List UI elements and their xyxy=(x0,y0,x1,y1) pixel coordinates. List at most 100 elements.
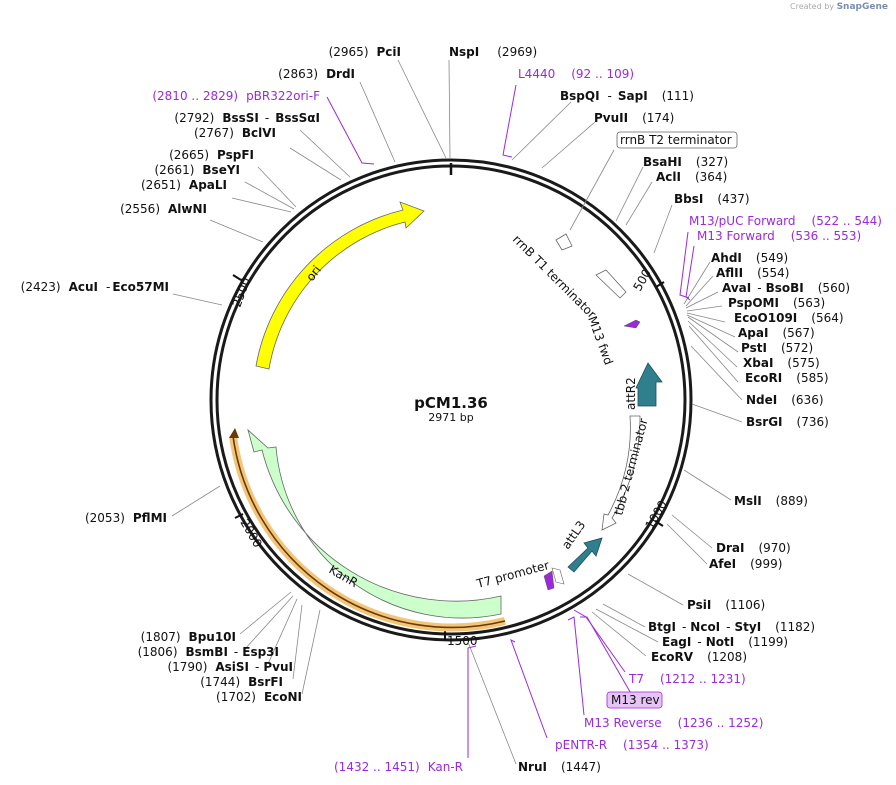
site-ecori[interactable]: EcoRI xyxy=(745,371,782,385)
site-msli-pos: (889) xyxy=(776,494,808,508)
svg-text:PspOMI(563): PspOMI(563) xyxy=(728,296,825,310)
svg-text:AflII(554): AflII(554) xyxy=(716,266,789,280)
primer-pbr322ori-f[interactable]: pBR322ori-F xyxy=(246,89,320,103)
site-btgi[interactable]: BtgI xyxy=(648,620,676,634)
site-bsahi-pos: (327) xyxy=(696,155,728,169)
site-pspomi[interactable]: PspOMI xyxy=(728,296,779,310)
primer-m13-rev[interactable]: M13 rev xyxy=(611,693,660,707)
site-bsahi[interactable]: BsaHI xyxy=(643,155,682,169)
lac-operator-feature[interactable] xyxy=(551,567,565,585)
ori-feature[interactable] xyxy=(255,201,425,370)
site-apai[interactable]: ApaI xyxy=(738,326,768,340)
svg-text:M13 Reverse(1236 .. 1252): M13 Reverse (1236 .. 1252) xyxy=(584,716,763,730)
primer-kan-r[interactable]: Kan-R xyxy=(428,760,463,774)
site-msli[interactable]: MslI xyxy=(734,494,762,508)
site-bspqi[interactable]: BspQI xyxy=(560,89,600,103)
site-bseyi[interactable]: BseYI xyxy=(202,163,240,177)
rrnb-t1-feature[interactable] xyxy=(595,269,627,299)
site-econi[interactable]: EcoNI xyxy=(264,690,302,704)
tick-label-2500: 2500 xyxy=(230,276,254,309)
site-ecori-pos: (585) xyxy=(796,371,828,385)
t7-promoter-feature[interactable] xyxy=(543,570,555,591)
site-ndei[interactable]: NdeI xyxy=(746,393,777,407)
credit-text: Created by xyxy=(790,2,835,11)
primer-m13-puc-forward[interactable]: M13/pUC Forward xyxy=(689,214,796,228)
site-bsssi[interactable]: BssSI xyxy=(222,111,259,125)
site-afei-pos: (999) xyxy=(750,557,782,571)
kanr-feature[interactable] xyxy=(247,428,502,619)
site-ahdi[interactable]: AhdI xyxy=(711,251,742,265)
rrnb-t2-label-box[interactable] xyxy=(616,131,738,149)
backbone-outer xyxy=(209,158,693,642)
site-styi[interactable]: StyI xyxy=(735,620,762,634)
site-nrui[interactable]: NruI xyxy=(518,760,547,774)
svg-text:(2792)BssSI-BssSαI: (2792)BssSI-BssSαI xyxy=(174,111,320,125)
primer-m13-reverse-range: (1236 .. 1252) xyxy=(678,716,764,730)
site-bsrgi[interactable]: BsrGI xyxy=(746,415,783,429)
site-bsrfi[interactable]: BsrFI xyxy=(248,675,283,689)
site-sapi[interactable]: SapI xyxy=(618,89,648,103)
svg-text:PsiI(1106): PsiI(1106) xyxy=(687,598,765,612)
site-noti[interactable]: NotI xyxy=(706,635,735,649)
primer-m13-puc-range: (522 .. 544) xyxy=(812,214,882,228)
site-pcii[interactable]: PciI xyxy=(377,45,402,59)
site-drai[interactable]: DraI xyxy=(716,541,744,555)
site-eagi[interactable]: EagI xyxy=(662,635,691,649)
tbb2-feature[interactable] xyxy=(601,415,641,531)
attl3-feature[interactable] xyxy=(567,537,603,573)
site-acli[interactable]: AclI xyxy=(656,170,681,184)
site-pvuii[interactable]: PvuII xyxy=(594,111,628,125)
site-esp3i[interactable]: Esp3I xyxy=(242,645,279,659)
site-eco57mi[interactable]: Eco57MI xyxy=(112,280,169,294)
site-ecorv[interactable]: EcoRV xyxy=(651,650,694,664)
rrnb-t2-feature[interactable] xyxy=(555,233,573,251)
site-bbsi[interactable]: BbsI xyxy=(674,192,703,206)
svg-text:(1790)AsiSI-PvuI: (1790)AsiSI-PvuI xyxy=(167,660,293,674)
site-bsmbi[interactable]: BsmBI xyxy=(186,645,228,659)
site-nspi[interactable]: NspI xyxy=(449,45,479,59)
site-pspfi[interactable]: PspFI xyxy=(217,148,254,162)
site-bpu10i[interactable]: Bpu10I xyxy=(189,630,236,644)
site-asisi[interactable]: AsiSI xyxy=(215,660,249,674)
svg-text:PvuII(174): PvuII(174) xyxy=(594,111,674,125)
primers: L4440(92 .. 109) (2810 .. 2829)pBR322ori… xyxy=(152,67,882,774)
site-pvui[interactable]: PvuI xyxy=(263,660,293,674)
site-ahdi-pos: (549) xyxy=(756,251,788,265)
svg-text:(2556)AlwNI: (2556) AlwNI xyxy=(120,202,207,216)
site-bsssai[interactable]: BssSαI xyxy=(275,111,320,125)
site-alwni-pos: (2556) xyxy=(120,202,160,216)
site-ecorv-pos: (1208) xyxy=(707,650,747,664)
primer-m13-forward[interactable]: M13 Forward xyxy=(697,229,775,243)
m13-fwd-feature[interactable] xyxy=(623,319,641,329)
tick-500 xyxy=(655,281,665,288)
site-avai[interactable]: AvaI xyxy=(722,281,751,295)
site-bsobi[interactable]: BsoBI xyxy=(766,281,804,295)
svg-text:EcoRI(585): EcoRI (585) xyxy=(745,371,829,385)
snapgene-logo-text: SnapGene xyxy=(836,2,888,12)
svg-text:(2863)DrdI: (2863)DrdI xyxy=(278,67,355,81)
site-bclvi[interactable]: BclVI xyxy=(242,126,276,140)
site-eco0109i[interactable]: EcoO109I xyxy=(734,311,797,325)
site-afei[interactable]: AfeI xyxy=(709,557,736,571)
primer-t7[interactable]: T7 xyxy=(628,672,644,686)
site-psii[interactable]: PsiI xyxy=(687,598,711,612)
site-drdi[interactable]: DrdI xyxy=(326,67,355,81)
site-ncoi[interactable]: NcoI xyxy=(690,620,720,634)
site-xbai[interactable]: XbaI xyxy=(743,356,773,370)
attr2-feature[interactable] xyxy=(635,362,663,407)
primer-l4440[interactable]: L4440 xyxy=(518,67,555,81)
site-acui[interactable]: AcuI xyxy=(69,280,98,294)
svg-text:(2965)PciI: (2965)PciI xyxy=(329,45,401,59)
site-aflii[interactable]: AflII xyxy=(716,266,743,280)
rrnb-t2-leader xyxy=(569,149,615,231)
site-pflmi[interactable]: PflMI xyxy=(133,511,167,525)
site-alwni[interactable]: AlwNI xyxy=(168,202,207,216)
site-asisi-pos: (1790) xyxy=(167,660,207,674)
site-psti[interactable]: PstI xyxy=(741,341,767,355)
primer-m13-reverse[interactable]: M13 Reverse xyxy=(584,716,662,730)
m13-fwd-label: M13 fwd xyxy=(585,314,616,367)
primer-m13-rev-box[interactable] xyxy=(606,691,663,709)
site-apali[interactable]: ApaLI xyxy=(189,178,227,192)
primer-pentr-r[interactable]: pENTR-R xyxy=(555,738,607,752)
